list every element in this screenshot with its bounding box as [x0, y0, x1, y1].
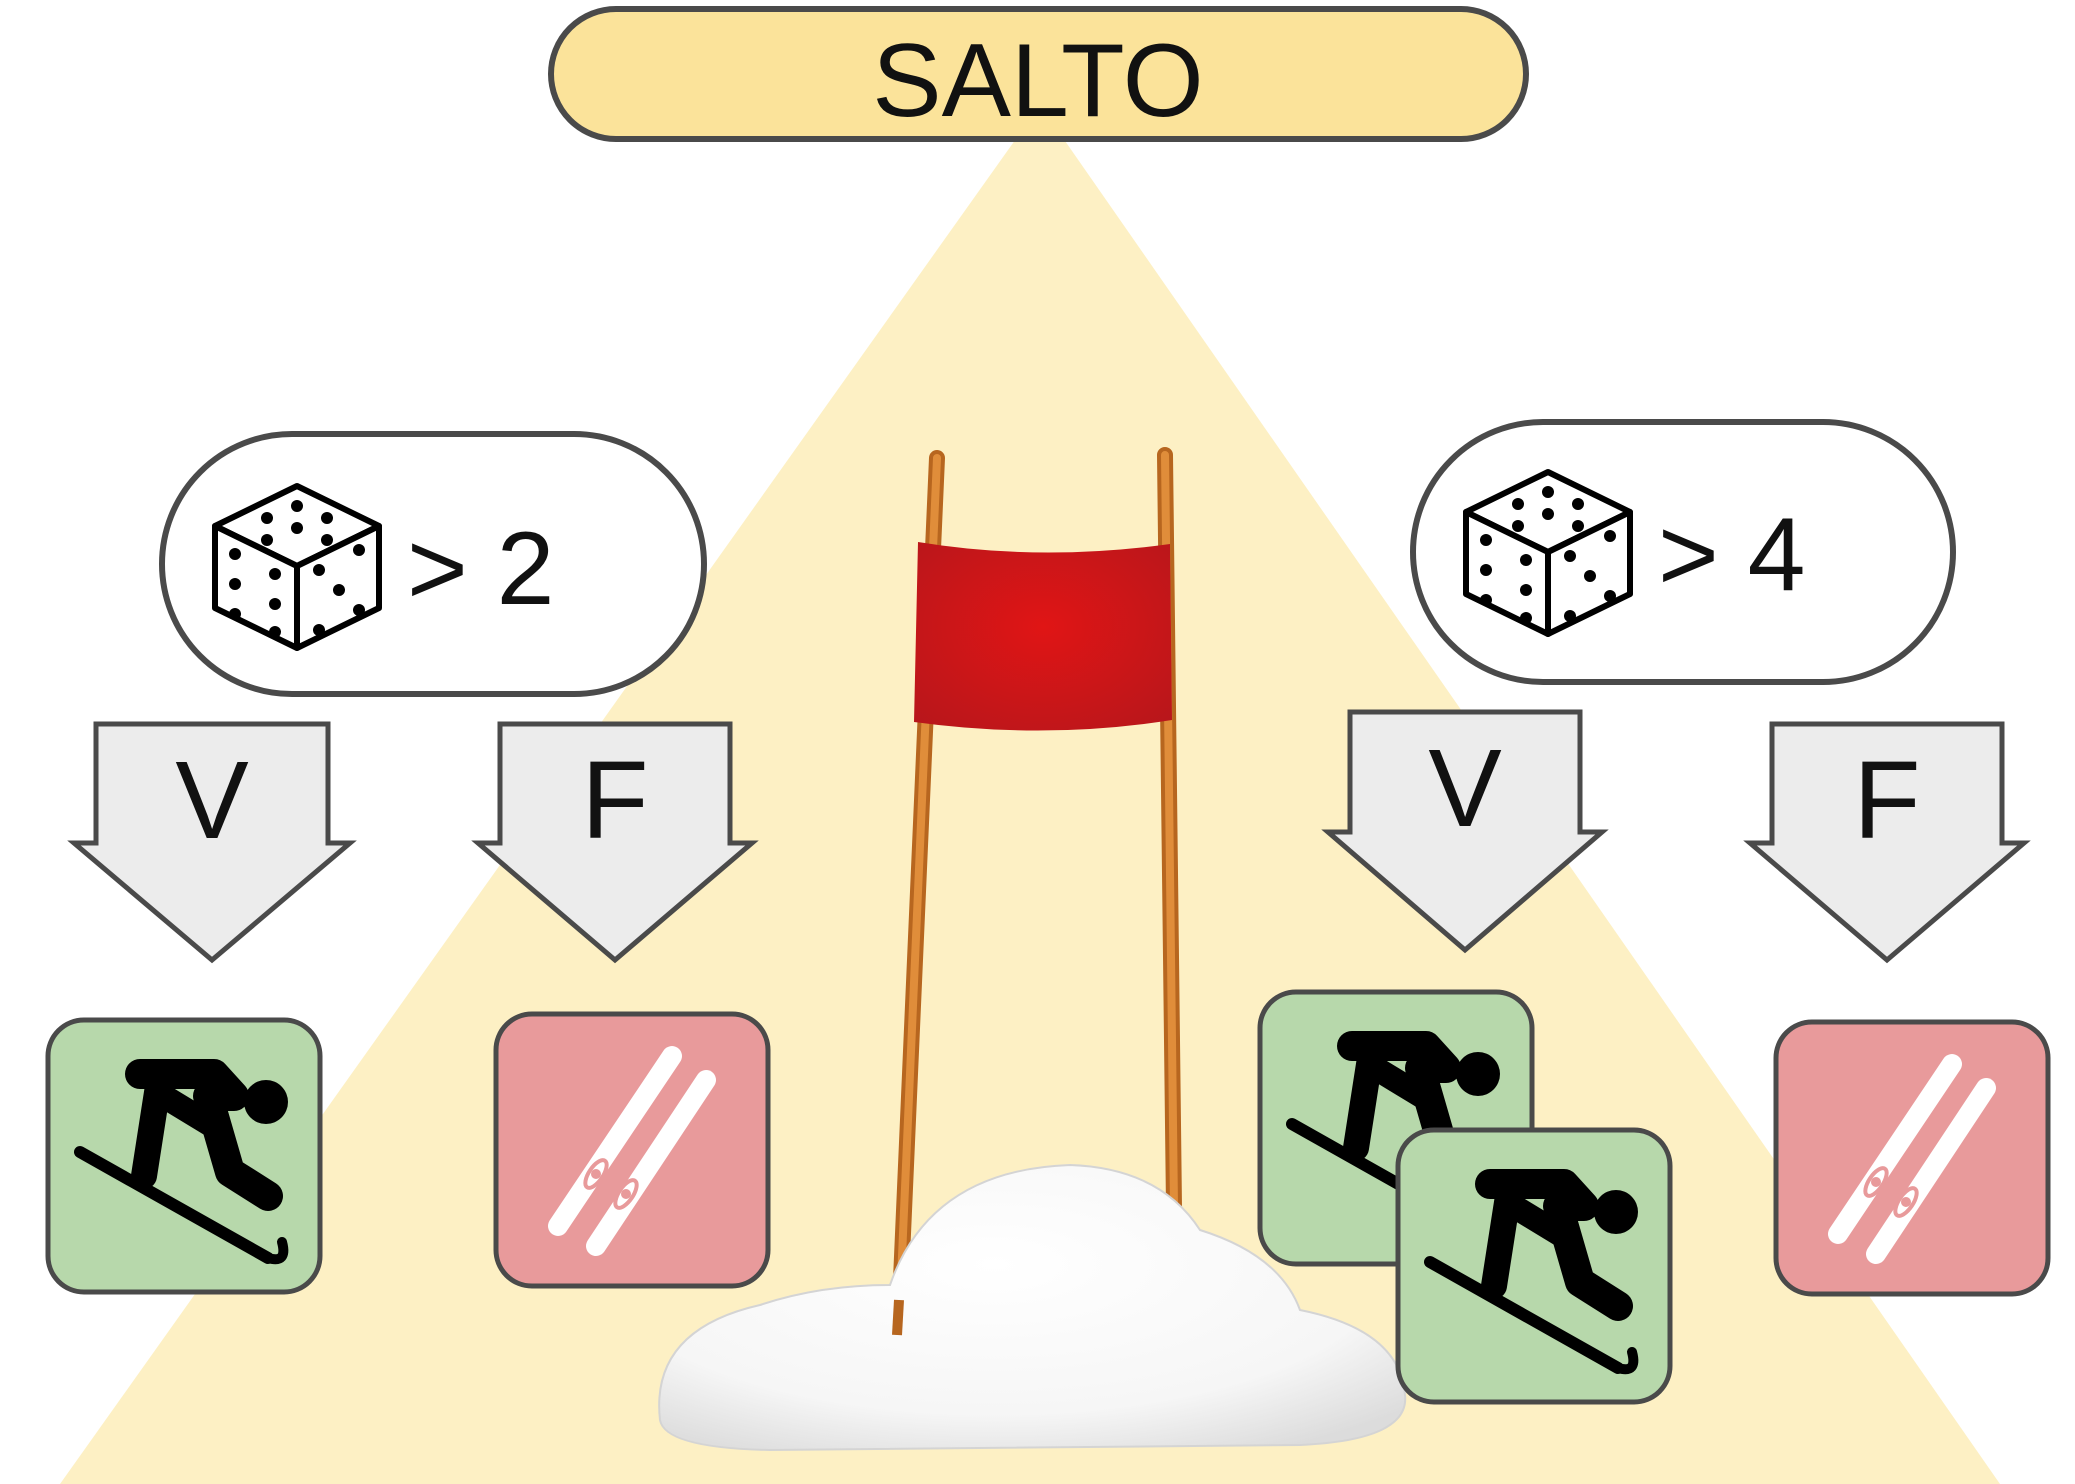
success-tile-left [45, 1017, 323, 1295]
branch-label-right-f: F [1853, 739, 1920, 862]
branch-label-left-f: F [581, 739, 648, 862]
check-right: > 4 V F [1257, 419, 2051, 1405]
snow-mound [658, 1163, 1407, 1452]
slalom-gate-icon [658, 447, 1407, 1452]
condition-text-left: > 2 [407, 511, 554, 627]
title-text: SALTO [872, 23, 1203, 139]
title-banner: SALTO [548, 6, 1529, 142]
branch-arrow-right-v: V [1321, 709, 1609, 954]
failure-tile-right [1773, 1019, 2051, 1297]
branch-label-right-v: V [1428, 727, 1501, 850]
branch-arrow-left-f: F [471, 721, 759, 964]
success-tile-right-2 [1395, 1127, 1673, 1405]
branch-arrow-right-f: F [1743, 721, 2031, 964]
condition-text-right: > 4 [1658, 497, 1805, 613]
branch-label-left-v: V [175, 739, 248, 862]
branch-arrow-left-v: V [67, 721, 357, 964]
failure-tile-left [493, 1011, 771, 1289]
check-left: > 2 V F [45, 431, 771, 1295]
